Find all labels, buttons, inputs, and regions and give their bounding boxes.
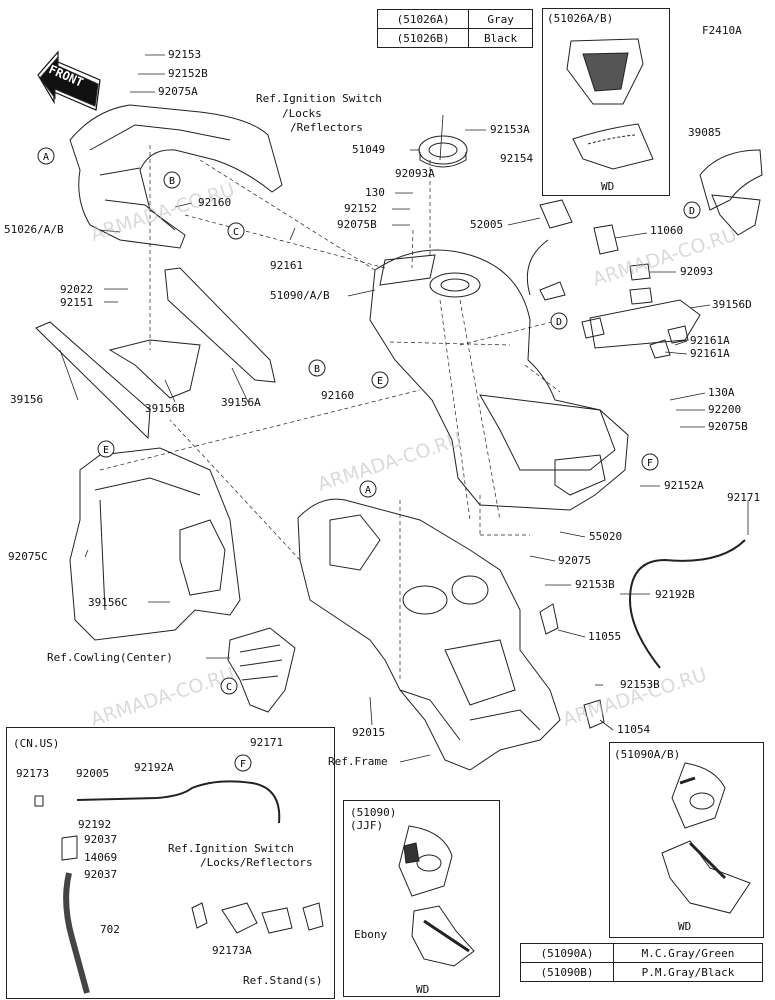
inset-cnus: (CN.US) [6,727,335,999]
part-label: 92160 [198,196,232,209]
front-arrow-icon [37,50,101,111]
part-label: 92022 [60,283,94,296]
part-label: 92037 [84,833,118,846]
part-label: 92192A [134,761,174,774]
fuel-tank-outline [369,249,629,511]
part-label: 92161A [690,334,730,347]
part-label: 39156D [712,298,752,311]
part-label: 92152A [664,479,704,492]
part-label: 92153B [620,678,660,691]
table-row: (51026A)Gray [376,9,533,29]
inset-51026-art [566,38,654,170]
inset-51090-note: WD [416,983,430,996]
part-label: 92075B [708,420,748,433]
part-label: 51049 [352,143,386,156]
ref-ignition-2-line2: /Locks/Reflectors [200,856,313,869]
part-label: 39156C [88,596,128,609]
color-table-bottom: (51090A)M.C.Gray/Green (51090B)P.M.Gray/… [520,943,764,982]
inset-51090ab-note: WD [678,920,692,933]
part-label: 14069 [84,851,118,864]
part-label: 92153 [168,48,202,61]
part-label: 92093A [395,167,435,180]
inset-51090-subtitle: (JJF) [350,819,384,832]
inset-51090-art [398,825,475,967]
inset-cnus-art [34,780,324,994]
ref-ignition-2-line1: Ref.Ignition Switch [168,842,294,855]
part-label: 92075A [158,85,198,98]
ref-ignition-1-line2: /Locks [282,107,322,120]
part-label: 39085 [688,126,722,139]
side-cover-outline [69,104,283,249]
part-label: 51026/A/B [4,223,64,236]
diagram-code: F2410A [702,24,742,37]
part-label: 92153A [490,123,530,136]
part-label: 130A [708,386,735,399]
part-label: 92093 [680,265,714,278]
part-label: 92015 [352,726,386,739]
part-label: 92153B [575,578,615,591]
inset-51090: (51090) (JJF) Ebony WD [343,800,500,997]
part-label: 702 [100,923,120,936]
part-label: 51090/A/B [270,289,330,302]
inset-51090-title: (51090) [350,806,397,819]
part-label: 92161A [690,347,730,360]
part-label: 92171 [250,736,284,749]
part-label: 92154 [500,152,534,165]
inset-51090ab-title: (51090A/B) [614,748,681,761]
part-label: 92161 [270,259,304,272]
inset-51090-label: Ebony [354,928,388,941]
ref-ignition-1-line1: Ref.Ignition Switch [256,92,382,105]
part-label: 92037 [84,868,118,881]
part-label: 92075C [8,550,48,563]
part-label: 52005 [470,218,504,231]
part-label: 92192B [655,588,695,601]
table-row: (51026B)Black [376,28,533,48]
part-label: 55020 [589,530,623,543]
inset-cnus-title: (CN.US) [13,737,60,750]
ref-ignition-1-line3: /Reflectors [290,121,363,134]
part-label: 11060 [650,224,684,237]
part-label: 92151 [60,296,94,309]
part-label: 92160 [321,389,355,402]
part-label: 39156 [10,393,44,406]
ref-stand: Ref.Stand(s) [243,974,323,987]
inset-51026-title: (51026A/B) [547,12,614,25]
inset-51090ab: (51090A/B) WD [609,742,764,938]
part-label: 92173A [212,944,252,957]
part-label: 92171 [727,491,761,504]
part-label: 92192 [78,818,112,831]
part-label: 92200 [708,403,742,416]
ref-cowling: Ref.Cowling(Center) [47,651,173,664]
inset-51026-note: WD [601,180,615,193]
part-label: 92005 [76,767,110,780]
part-label: 92075B [337,218,377,231]
ref-frame: Ref.Frame [328,755,388,768]
part-label: 92152B [168,67,208,80]
part-label: 39156B [145,402,185,415]
part-label: 92075 [558,554,592,567]
frame-outline [297,498,561,771]
part-label: 11055 [588,630,622,643]
part-label: 92173 [16,767,50,780]
color-table-top: (51026A)Gray (51026B)Black [376,9,533,48]
part-label: 11054 [617,723,651,736]
table-row: (51090B)P.M.Gray/Black [520,962,764,982]
part-label: 92152 [344,202,378,215]
table-row: (51090A)M.C.Gray/Green [520,943,764,963]
part-label: 130 [365,186,385,199]
inset-51090ab-art [661,762,751,914]
inset-51026: (51026A/B) WD [542,8,670,196]
part-label: 39156A [221,396,261,409]
